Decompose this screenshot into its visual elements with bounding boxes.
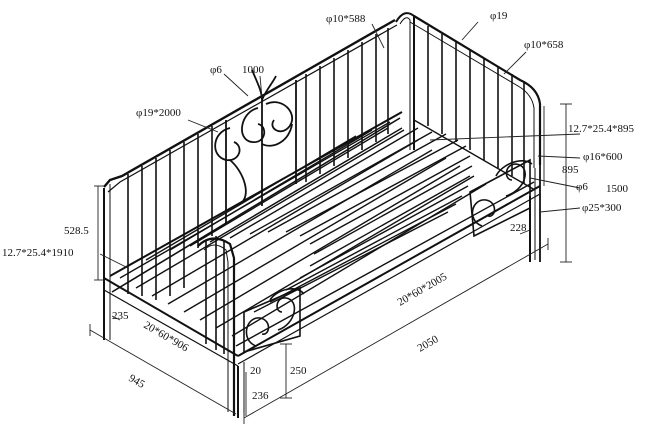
back-right-post (395, 12, 415, 150)
label-end-post-diameter: φ19 (490, 10, 508, 22)
label-back-top-rail: φ19*2000 (136, 107, 181, 119)
label-scroll-small: φ6 (576, 181, 588, 193)
back-vertical-bars (127, 28, 389, 300)
label-leg-tube: φ25*300 (582, 202, 622, 214)
label-lower-rail: φ16*600 (583, 151, 623, 163)
label-overall-width: 945 (127, 372, 148, 391)
back-bottom-rail (111, 117, 401, 293)
label-headboard-height: 895 (562, 164, 579, 176)
dimension-lines (89, 21, 581, 424)
end-vertical-bars (427, 26, 525, 184)
label-leg-height: 236 (252, 390, 269, 402)
label-panel-width: 1000 (242, 64, 265, 76)
slat-deck (109, 111, 535, 347)
label-seat-height: 250 (290, 365, 307, 377)
label-side-beam: 12.7*25.4*895 (568, 123, 635, 135)
label-back-height: 528.5 (64, 225, 89, 237)
decorative-scroll-panel (214, 69, 297, 224)
label-slat-spec: 20*60*2005 (396, 270, 450, 308)
label-rear-beam: 12.7*25.4*1910 (2, 247, 74, 259)
label-scroll-bar: φ6 (210, 64, 222, 76)
label-leg-offset: 235 (112, 310, 129, 322)
left-end-vertical-bars (205, 236, 225, 354)
left-end-top-rail (197, 237, 236, 416)
right-end-scroll-box (469, 158, 533, 238)
label-total-height: 1500 (606, 183, 629, 195)
label-top-rail-length: φ10*588 (326, 13, 366, 25)
label-end-rail-length: φ10*658 (524, 39, 564, 51)
back-top-rail (103, 18, 396, 188)
bed-frame (103, 12, 542, 418)
label-frame-gap: 20 (250, 365, 262, 377)
label-end-gap: 228 (510, 222, 527, 234)
right-end-top-rail (413, 15, 542, 165)
label-overall-length: 2050 (416, 333, 441, 355)
